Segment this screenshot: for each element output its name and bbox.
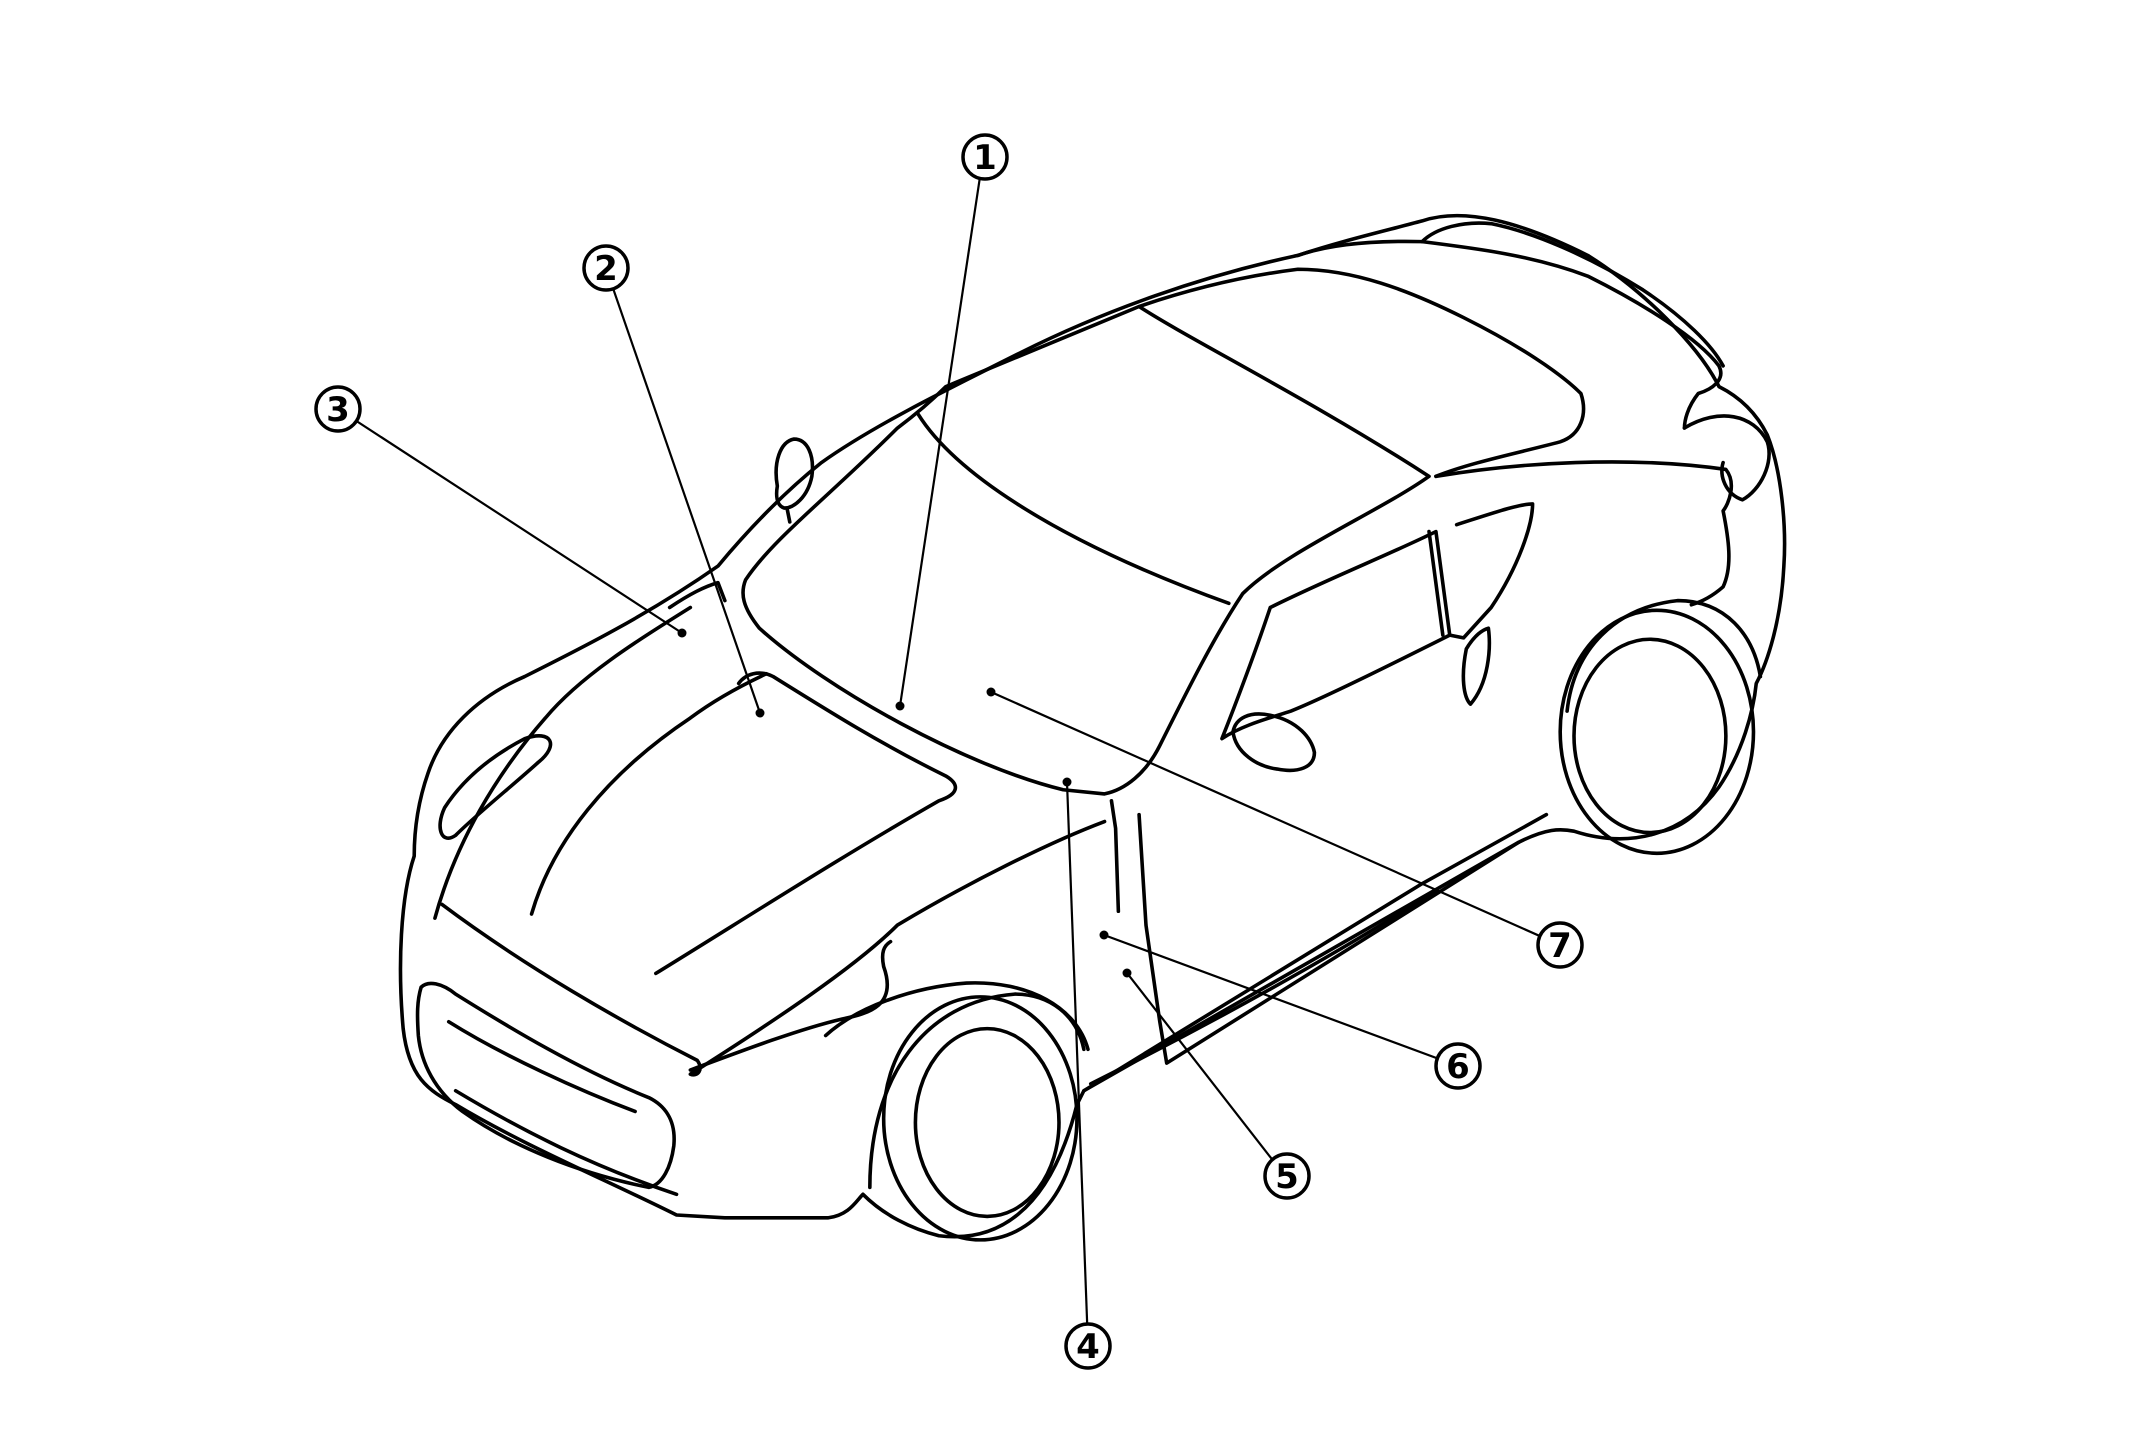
callout-1-label: 1 bbox=[973, 138, 997, 178]
leader-3 bbox=[337, 408, 683, 634]
location-dot-4 bbox=[1062, 777, 1072, 787]
location-dots bbox=[677, 628, 1132, 978]
headlight-right bbox=[688, 939, 893, 1072]
callout-6-label: 6 bbox=[1446, 1047, 1470, 1087]
hood-left-edge bbox=[433, 605, 693, 920]
rocker-panel-lower bbox=[1088, 888, 1438, 1086]
leader-lines bbox=[337, 156, 1561, 1347]
callout-5-ring bbox=[1263, 1152, 1311, 1200]
car-line-drawing bbox=[398, 213, 1787, 1242]
headlight-left bbox=[438, 734, 553, 840]
door-line bbox=[1137, 812, 1521, 1065]
rear-wheel-outer bbox=[1558, 608, 1756, 856]
callout-7-ring bbox=[1536, 921, 1584, 969]
windshield bbox=[741, 304, 1431, 796]
callout-2-ring bbox=[582, 244, 630, 292]
leader-1 bbox=[898, 156, 985, 707]
callout-4-ring bbox=[1064, 1322, 1112, 1370]
callout-4-label: 4 bbox=[1076, 1327, 1100, 1367]
leader-2 bbox=[604, 267, 762, 714]
callout-5: 5 bbox=[1263, 1152, 1311, 1200]
location-dot-2 bbox=[755, 708, 765, 718]
callout-6-ring bbox=[1434, 1042, 1482, 1090]
callout-1: 1 bbox=[961, 133, 1009, 181]
hood-outline bbox=[440, 819, 1107, 1077]
antenna bbox=[774, 437, 815, 510]
side-window bbox=[1220, 529, 1452, 741]
front-grille bbox=[415, 981, 676, 1190]
callout-3-ring bbox=[314, 385, 362, 433]
front-grille-inner bbox=[446, 1019, 637, 1114]
door-front-edge bbox=[1109, 799, 1121, 914]
location-dot-1 bbox=[895, 701, 905, 711]
callout-3-label: 3 bbox=[326, 390, 350, 430]
roof-outline bbox=[1137, 267, 1586, 479]
front-wheel-arch bbox=[868, 992, 1086, 1190]
rear-quarter bbox=[1434, 460, 1734, 607]
callout-3: 3 bbox=[314, 385, 362, 433]
b-pillar bbox=[1427, 529, 1445, 637]
callout-5-label: 5 bbox=[1275, 1157, 1299, 1197]
front-wheel-outer bbox=[881, 995, 1079, 1242]
location-dot-7 bbox=[986, 687, 996, 697]
location-dot-5 bbox=[1122, 968, 1132, 978]
rear-wheel-arch bbox=[1565, 598, 1763, 713]
callout-4: 4 bbox=[1064, 1322, 1112, 1370]
cowl bbox=[667, 580, 727, 610]
callout-7-label: 7 bbox=[1548, 926, 1572, 966]
leader-5 bbox=[1126, 972, 1286, 1177]
side-mirror bbox=[1231, 712, 1317, 773]
antenna-base bbox=[785, 506, 792, 524]
front-wheel-inner bbox=[913, 1026, 1061, 1219]
roof-spoiler bbox=[1420, 221, 1725, 368]
leader-6 bbox=[1103, 933, 1459, 1068]
leader-4 bbox=[1065, 781, 1090, 1347]
callout-1-ring bbox=[961, 133, 1009, 181]
windshield-lower-line bbox=[916, 412, 1231, 606]
leader-7 bbox=[990, 690, 1561, 947]
front-lip bbox=[453, 1088, 679, 1197]
car-body-outline bbox=[398, 213, 1787, 1239]
roof-rear-edge bbox=[1296, 239, 1723, 430]
side-window-rear bbox=[1447, 502, 1535, 640]
callout-2-label: 2 bbox=[594, 249, 618, 289]
callout-6: 6 bbox=[1434, 1042, 1482, 1090]
hood-crease-right bbox=[654, 671, 958, 976]
hood-crease-left bbox=[529, 671, 769, 916]
rear-wheel-inner bbox=[1572, 637, 1728, 835]
callout-7: 7 bbox=[1536, 921, 1584, 969]
callout-2: 2 bbox=[582, 244, 630, 292]
location-dot-6 bbox=[1099, 930, 1109, 940]
door-rear-handle bbox=[1461, 626, 1492, 706]
location-dot-3 bbox=[677, 628, 687, 638]
rear-light bbox=[1682, 414, 1771, 502]
